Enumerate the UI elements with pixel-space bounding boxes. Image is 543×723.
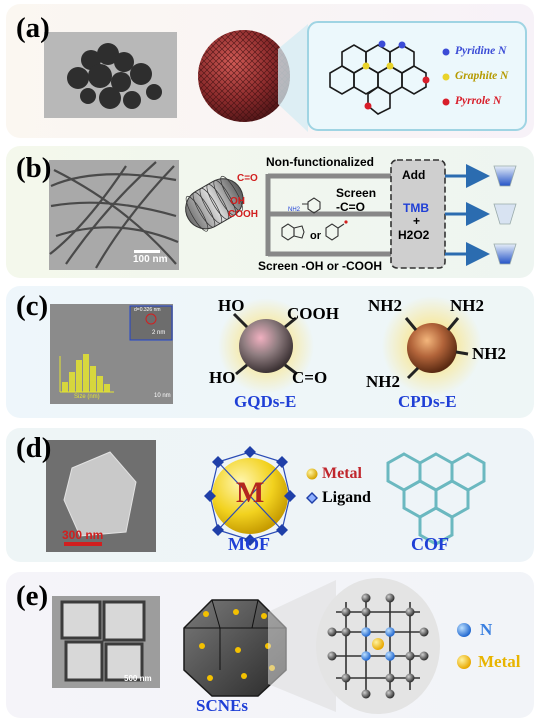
- nitrogen-atoms: [361, 627, 395, 661]
- size-histogram: [62, 354, 110, 392]
- scnes-name: SCNEs: [196, 696, 248, 715]
- gqd-group-ho-top: HO: [218, 296, 245, 315]
- pyrrole-n-atom: [364, 102, 372, 110]
- inset-spacing: d=0.326 nm: [134, 307, 161, 313]
- legend-metal-dot-e: [457, 655, 471, 669]
- screen-co-label: Screen -C=O: [336, 186, 377, 214]
- panel-e-label: (e): [16, 580, 49, 612]
- legend-ligand-text: Ligand: [322, 489, 371, 506]
- legend-n-dot: [457, 623, 471, 637]
- panel-b: (b) 100 nm C=O OH COOH Non-functionalize…: [6, 146, 534, 278]
- h2o2-label: H2O2: [398, 228, 430, 242]
- carbon-nanotube-model: [185, 175, 244, 232]
- gqd-particle: [239, 319, 293, 373]
- zoom-cone-e: [268, 580, 336, 712]
- panel-a: (a) Pyridine N Graphite N Pyrrole N: [6, 4, 534, 138]
- screening-paths: [265, 173, 391, 257]
- mof-name: MOF: [228, 534, 270, 554]
- cpd-group-nh2-4: NH2: [366, 372, 400, 391]
- cpd-group-nh2-1: NH2: [368, 296, 402, 315]
- metal-atom: [372, 638, 384, 650]
- cpd-group-nh2-2: NH2: [450, 296, 484, 315]
- legend-dot-graphite: [442, 73, 450, 81]
- zoom-funnel-a: [278, 24, 308, 132]
- micro-scale-c: 10 nm: [154, 393, 171, 399]
- panel-b-label: (b): [16, 152, 52, 184]
- mof-metal-letter: M: [236, 476, 265, 509]
- panel-c-label: (c): [16, 290, 49, 322]
- group-cooh: COOH: [228, 209, 258, 220]
- panel-b-graphics: [49, 159, 517, 270]
- panel-d: (d) 300 nm M Metal Ligand MOF COF: [6, 428, 534, 562]
- carbon-atoms: [327, 593, 429, 699]
- gqd-group-co: C=O: [292, 368, 328, 387]
- benzaldehyde-molecule: [325, 220, 348, 241]
- graphite-n-atom: [386, 62, 394, 70]
- pyridine-n-atom: [398, 41, 406, 49]
- mof-nodes: [204, 446, 296, 546]
- single-atom-sites: [199, 609, 275, 681]
- legend-metal-text: Metal: [322, 465, 362, 482]
- scne-polyhedron: [183, 599, 287, 697]
- cpd-group-nh2-3: NH2: [472, 344, 506, 363]
- gqd-bonds: [232, 312, 298, 376]
- panel-c-graphics: [50, 296, 482, 404]
- n-doped-structure-box: [307, 21, 527, 131]
- tmb-label: TMB: [403, 201, 429, 215]
- gqd-group-cooh: COOH: [287, 304, 339, 323]
- cof-name: COF: [411, 534, 449, 554]
- legend-n-text: N: [480, 620, 493, 639]
- legend-dot-pyridine: [442, 48, 450, 56]
- plus-label: +: [413, 214, 421, 228]
- cuvette-3: [493, 243, 517, 265]
- nanoparticle-cluster: [67, 43, 162, 109]
- scale-label-d: 300 nm: [62, 528, 104, 542]
- add-label: Add: [402, 168, 426, 182]
- panel-a-graphics: [44, 21, 527, 132]
- aniline-molecule: [302, 197, 321, 214]
- cpds-e-name: CPDs-E: [398, 392, 457, 411]
- anhydride-molecule: [281, 223, 305, 241]
- legend-pyrrole-n: Pyrrole N: [455, 95, 502, 107]
- cuvette-1: [493, 165, 517, 187]
- legend-pyridine-n: Pyridine N: [455, 45, 507, 57]
- legend-graphite-n: Graphite N: [455, 70, 509, 82]
- hrtem-inset: [129, 305, 173, 341]
- scale-label-e: 500 nm: [124, 674, 152, 683]
- cpd-particle: [407, 323, 457, 373]
- scale-bar-b: [134, 250, 160, 253]
- group-co: C=O: [237, 173, 258, 184]
- amine-label: NH2: [288, 207, 301, 213]
- hist-xlabel: Size (nm): [74, 394, 100, 400]
- hollow-cubes: [60, 600, 146, 682]
- gqds-e-name: GQDs-E: [234, 392, 297, 411]
- inset-scale: 2 nm: [152, 330, 166, 336]
- screen-oh-cooh-label: Screen -OH or -COOH: [258, 259, 383, 273]
- pyridine-n-atom: [378, 40, 386, 48]
- cpd-bonds: [404, 317, 469, 380]
- nanotube-strands: [49, 161, 179, 269]
- or-label: or: [310, 230, 321, 242]
- panel-a-label: (a): [16, 12, 50, 44]
- panel-c: (c) d=0.326 nm 2 nm Size (nm) 10 nm HO C…: [6, 286, 534, 418]
- gqd-group-ho-bottom: HO: [209, 368, 236, 387]
- panel-e-graphics: [52, 578, 471, 714]
- panel-d-label: (d): [16, 432, 52, 464]
- crystal-particle: [63, 451, 137, 537]
- panel-e: (e) 500 nm SCNEs N Metal: [6, 572, 534, 718]
- pyrrole-n-atom: [422, 76, 430, 84]
- scale-bar-d: [64, 542, 102, 546]
- legend-dot-pyrrole: [442, 98, 450, 106]
- legend-metal-text-e: Metal: [478, 652, 521, 671]
- panel-d-graphics: [46, 440, 486, 552]
- non-functionalized-label: Non-functionalized: [266, 155, 374, 169]
- legend-ligand-icon: [306, 492, 318, 504]
- cof-lattice: [386, 452, 486, 546]
- graphite-n-atom: [362, 62, 370, 70]
- scale-label-b: 100 nm: [133, 254, 168, 265]
- legend-metal-dot: [306, 468, 318, 480]
- cuvette-2: [493, 203, 517, 225]
- group-oh: OH: [230, 196, 245, 207]
